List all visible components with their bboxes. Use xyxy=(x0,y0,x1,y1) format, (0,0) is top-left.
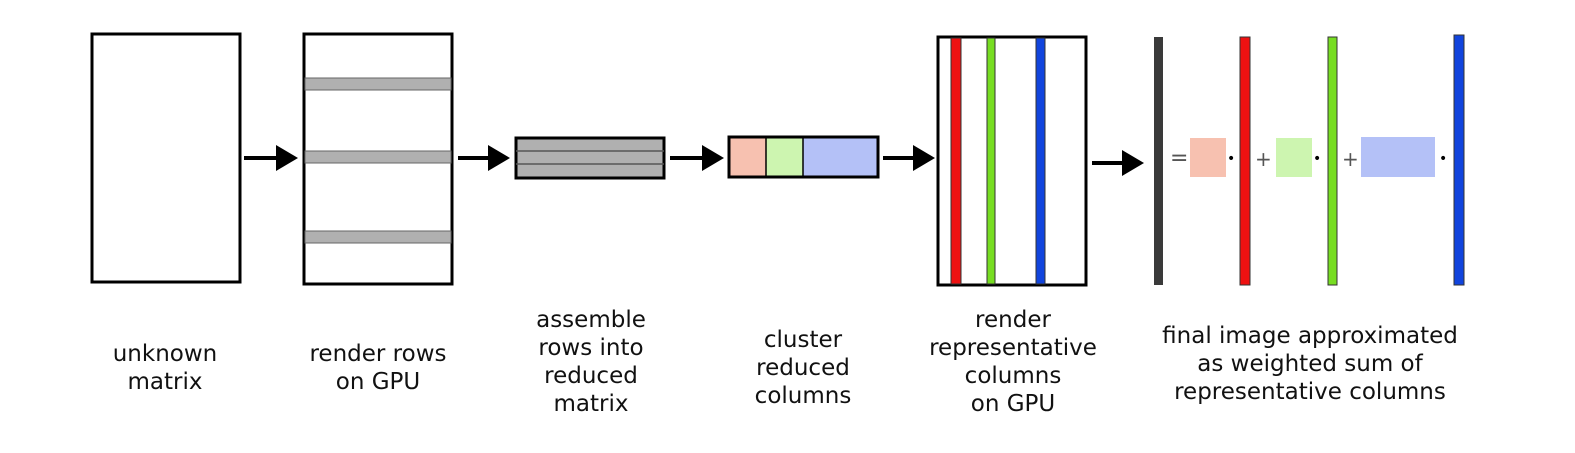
caption-render-rows: render rows on GPU xyxy=(309,341,447,395)
rep-column-red xyxy=(950,37,962,285)
arrow-3 xyxy=(670,145,724,171)
weight-blue xyxy=(1361,137,1435,177)
plus-sign-2: + xyxy=(1342,147,1359,171)
caption-final-image: final image approximated as weighted sum… xyxy=(1162,323,1458,405)
caption-unknown-matrix: unknown matrix xyxy=(112,341,218,395)
column-red xyxy=(1239,36,1251,286)
cluster-blue xyxy=(803,138,877,176)
rep-column-blue xyxy=(1035,37,1046,285)
render-rows-matrix xyxy=(302,32,454,286)
weight-red xyxy=(1190,138,1226,177)
dot-3: • xyxy=(1439,151,1447,167)
dot-1: • xyxy=(1227,151,1235,167)
column-green xyxy=(1327,36,1338,286)
caption-render-representative: render representative columns on GPU xyxy=(929,307,1097,417)
reduced-matrix xyxy=(514,136,666,180)
arrow-1 xyxy=(244,145,298,171)
sampled-row-2 xyxy=(304,150,452,164)
unknown-matrix-box xyxy=(90,32,242,284)
final-image-column xyxy=(1154,37,1163,285)
clustered-matrix xyxy=(727,135,880,179)
equals-sign: = xyxy=(1170,146,1188,171)
sampled-row-1 xyxy=(304,77,452,91)
cluster-green xyxy=(766,138,803,176)
plus-sign-1: + xyxy=(1255,147,1272,171)
cluster-red xyxy=(729,138,766,176)
final-equation: = • + • + • xyxy=(1154,34,1465,286)
column-blue xyxy=(1453,34,1465,286)
arrow-4 xyxy=(883,145,935,171)
arrow-5 xyxy=(1092,150,1144,176)
representative-matrix xyxy=(936,35,1088,287)
arrow-2 xyxy=(458,145,510,171)
sampled-row-3 xyxy=(304,230,452,244)
rep-column-green xyxy=(986,37,996,285)
caption-assemble-rows: assemble rows into reduced matrix xyxy=(536,307,646,417)
caption-cluster-columns: cluster reduced columns xyxy=(754,327,852,409)
dot-2: • xyxy=(1313,151,1321,167)
weight-green xyxy=(1276,138,1312,177)
